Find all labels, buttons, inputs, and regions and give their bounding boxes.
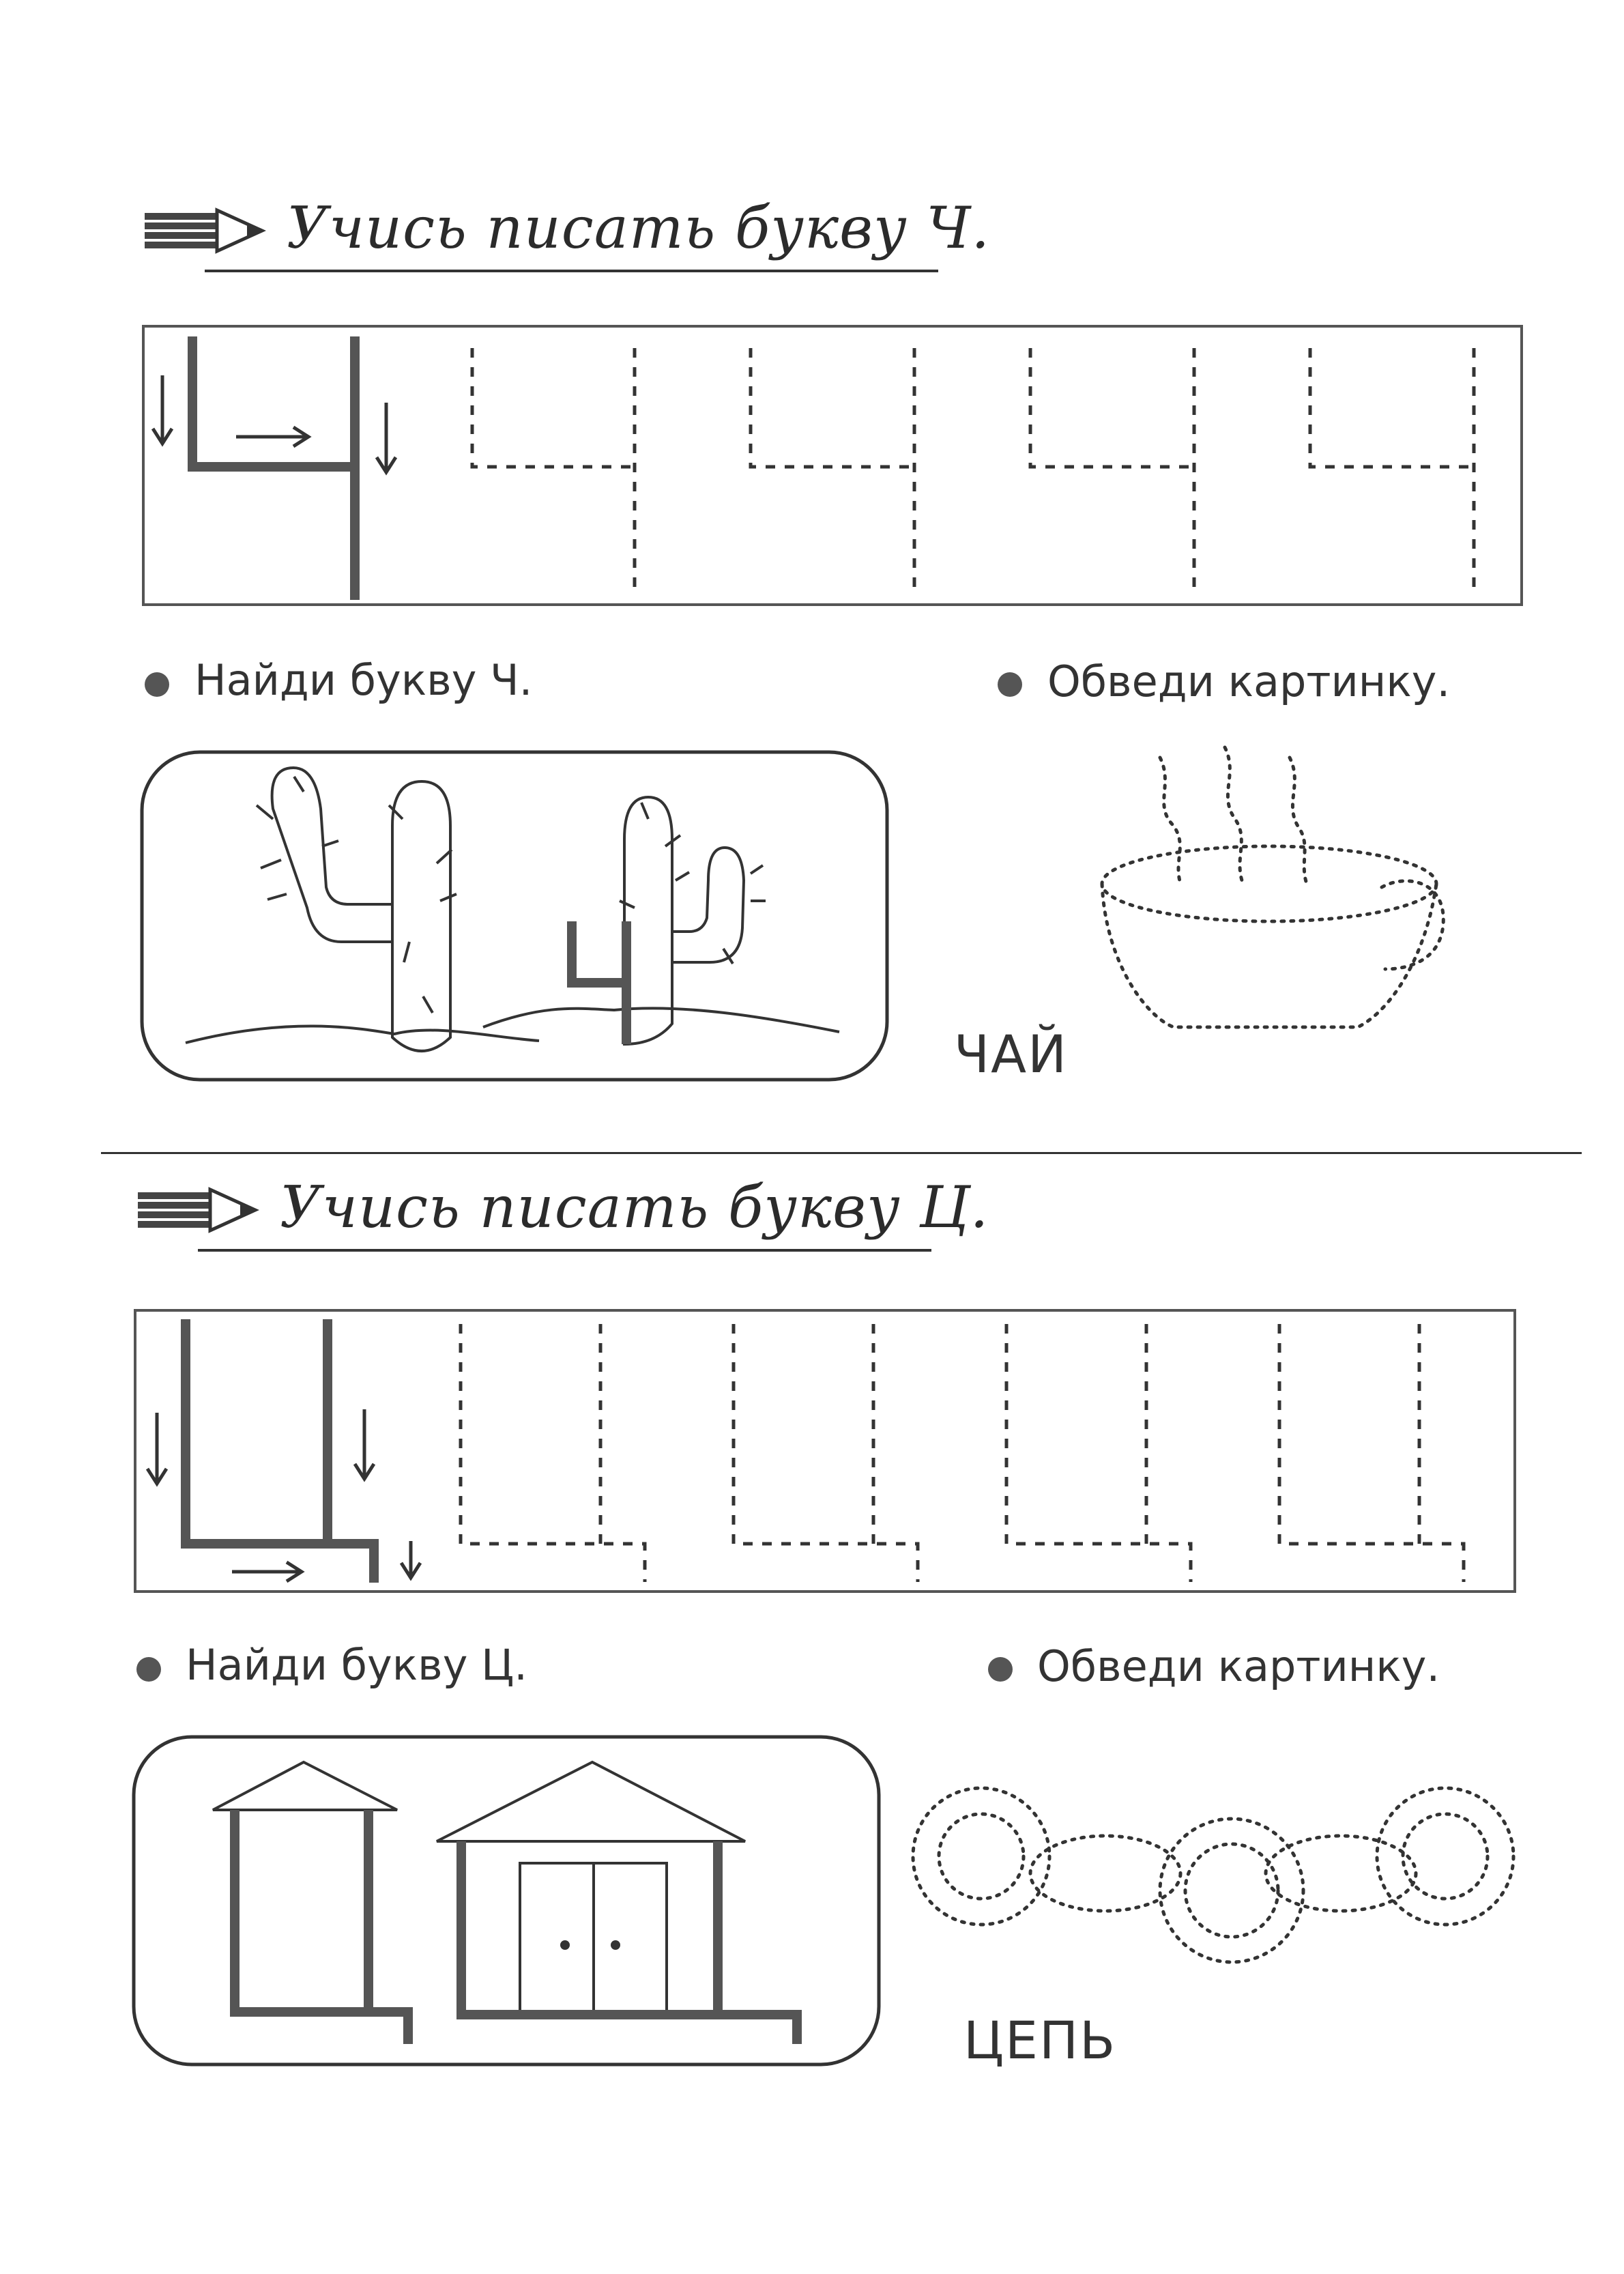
trace-picture-instruction: Обведи картинку. xyxy=(1037,1641,1440,1691)
teacup-icon xyxy=(1100,745,1445,1029)
stroke-arrow-icon xyxy=(145,1409,422,1583)
chain-icon xyxy=(911,1786,1516,1964)
picture-word: ЧАЙ xyxy=(954,1024,1068,1084)
trace-letters xyxy=(459,1324,1466,1582)
section-divider xyxy=(101,1152,1582,1154)
letter-writing-strip xyxy=(134,1309,1516,1593)
trace-letters xyxy=(470,348,1476,595)
house-icon xyxy=(132,1735,881,2067)
find-letter-instruction: Найди букву Ц. xyxy=(186,1640,527,1690)
model-letter-che xyxy=(188,336,360,600)
section-title: Учись писать букву Ч. xyxy=(287,195,991,261)
title-underline xyxy=(198,1249,931,1252)
letter-writing-strip xyxy=(142,325,1523,606)
cactus-icon xyxy=(140,750,889,1082)
trace-picture-instruction: Обведи картинку. xyxy=(1047,657,1451,706)
model-letter-tse xyxy=(181,1319,379,1583)
pencil-icon xyxy=(145,207,266,254)
bullet-icon xyxy=(136,1657,161,1682)
bullet-icon xyxy=(145,672,169,697)
bullet-icon xyxy=(988,1657,1013,1682)
title-underline xyxy=(205,270,938,272)
find-letter-instruction: Найди букву Ч. xyxy=(194,655,533,705)
bullet-icon xyxy=(998,672,1022,697)
picture-word: ЦЕПЬ xyxy=(963,2010,1117,2071)
pencil-icon xyxy=(138,1187,259,1233)
section-title: Учись писать букву Ц. xyxy=(280,1174,989,1241)
stroke-arrow-icon xyxy=(151,375,398,476)
